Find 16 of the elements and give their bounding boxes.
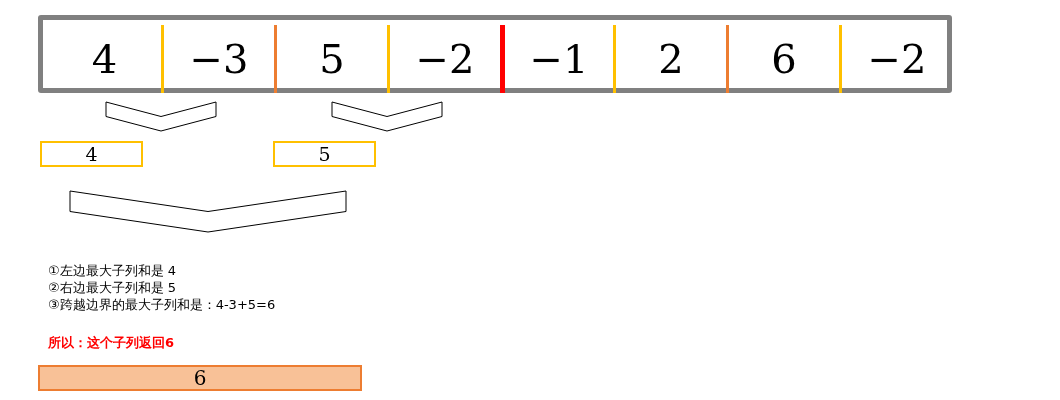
sum-box: 4 [40, 141, 143, 167]
array-cell: 2 [613, 25, 726, 93]
array-cell: 4 [48, 25, 161, 93]
array-box [38, 15, 952, 93]
note-line: ②右边最大子列和是 5 [48, 279, 177, 296]
note-line: ①左边最大子列和是 4 [48, 262, 177, 279]
conclusion-note: 所以：这个子列返回6 [48, 334, 175, 351]
array-cell: 6 [726, 25, 839, 93]
array-cell: −3 [161, 25, 274, 93]
note-line: ③跨越边界的最大子列和是：4-3+5=6 [48, 296, 276, 313]
array-cell: 5 [274, 25, 387, 93]
sum-box: 5 [273, 141, 376, 167]
array-cell: −2 [387, 25, 500, 93]
array-cell: −1 [500, 25, 613, 93]
array-cell: −2 [839, 25, 952, 93]
result-box: 6 [38, 365, 362, 391]
